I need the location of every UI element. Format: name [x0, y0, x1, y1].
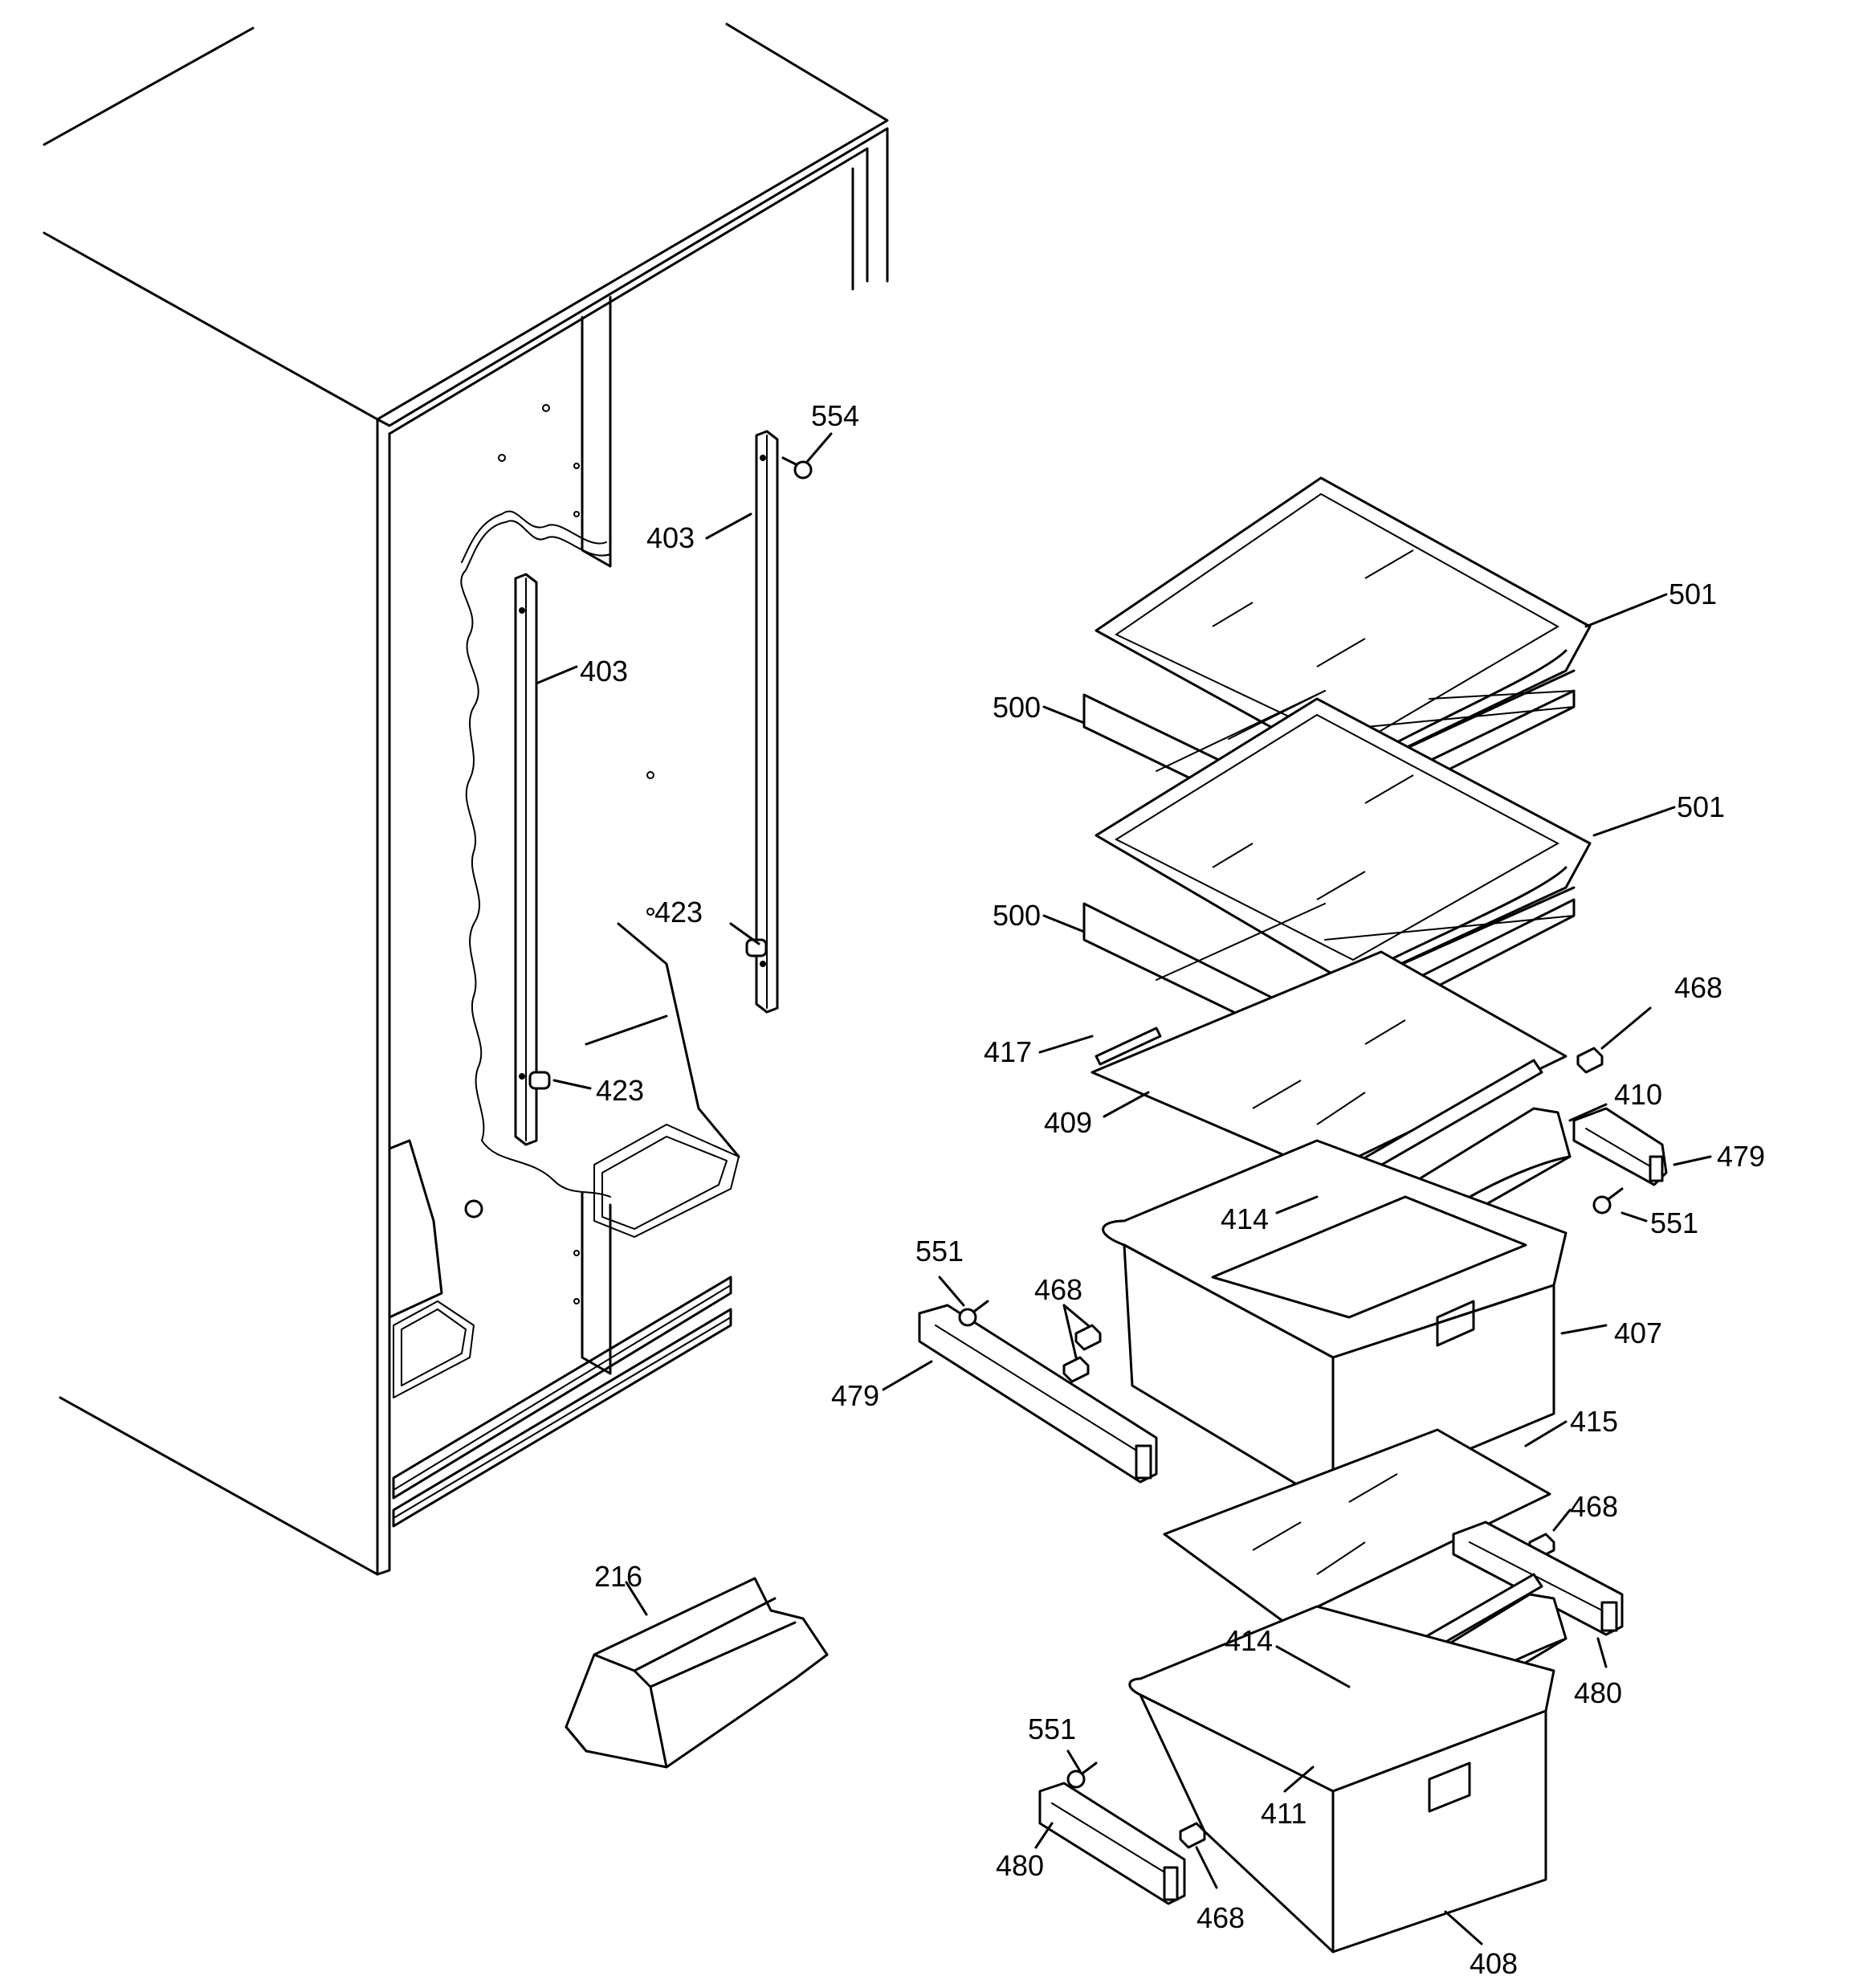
callout-468-c: 468 [1570, 1490, 1618, 1523]
callout-468-d: 468 [1196, 1901, 1245, 1934]
callout-423-lower: 423 [596, 1074, 644, 1107]
callout-408: 408 [1470, 1947, 1518, 1980]
callout-554: 554 [811, 399, 859, 432]
trim-strip-417 [1095, 1027, 1162, 1066]
shelf-support-rail-right [755, 430, 779, 1014]
refrigerator-cabinet [43, 22, 889, 1576]
callout-500-bottom: 500 [993, 899, 1041, 932]
crisper-cover-glass-409 [1090, 950, 1567, 1174]
callout-501-bottom: 501 [1677, 790, 1725, 823]
callout-468-b: 468 [1034, 1273, 1082, 1306]
callout-411: 411 [1261, 1797, 1307, 1830]
callout-500-top: 500 [993, 691, 1041, 724]
callout-480-right: 480 [1574, 1676, 1622, 1709]
drawer-slide-480-left [1038, 1782, 1186, 1905]
callout-480-left: 480 [996, 1849, 1044, 1882]
clip-468-b [1062, 1324, 1102, 1383]
callout-468-a: 468 [1674, 971, 1722, 1004]
screw-554 [781, 456, 813, 480]
shelf-glass-501-bottom [1095, 697, 1592, 986]
callout-414-upper: 414 [1221, 1202, 1269, 1235]
crisper-cover-glass-415 [1163, 1428, 1551, 1624]
drawer-slide-479-left [918, 1304, 1158, 1484]
callout-551-right: 551 [1650, 1206, 1698, 1239]
screw-551-b [958, 1300, 989, 1327]
callout-551-left: 551 [915, 1235, 964, 1268]
callout-403-left: 403 [580, 655, 628, 688]
callout-414-lower: 414 [1225, 1624, 1273, 1657]
shelf-support-rail-left [514, 573, 538, 1146]
callout-216: 216 [594, 1560, 642, 1593]
callout-labels: 554 403 403 501 500 501 423 500 468 417 … [580, 399, 1765, 1980]
crisper-drawer-408 [1128, 1605, 1555, 1953]
screw-551-c [1066, 1761, 1098, 1789]
leader-lines [536, 432, 1712, 1945]
screw-551-a [1592, 1187, 1624, 1214]
callout-551-bottom: 551 [1028, 1712, 1076, 1745]
callout-410: 410 [1614, 1078, 1662, 1111]
spacer-423-b [528, 1071, 551, 1090]
callout-501-top: 501 [1669, 578, 1717, 610]
callout-409: 409 [1044, 1106, 1092, 1139]
clip-468-a [1576, 1047, 1604, 1074]
storage-bin-216 [565, 1577, 829, 1769]
callout-479-left: 479 [831, 1379, 879, 1412]
clip-468-d [1179, 1822, 1206, 1849]
spacer-423-a [745, 938, 768, 957]
callout-403-right: 403 [646, 521, 695, 554]
callout-479-right: 479 [1717, 1140, 1765, 1173]
callout-415: 415 [1570, 1405, 1618, 1438]
drawer-slide-479-right [1572, 1107, 1668, 1186]
callout-407: 407 [1614, 1316, 1662, 1349]
callout-423-upper: 423 [654, 896, 703, 929]
callout-417: 417 [984, 1035, 1032, 1068]
